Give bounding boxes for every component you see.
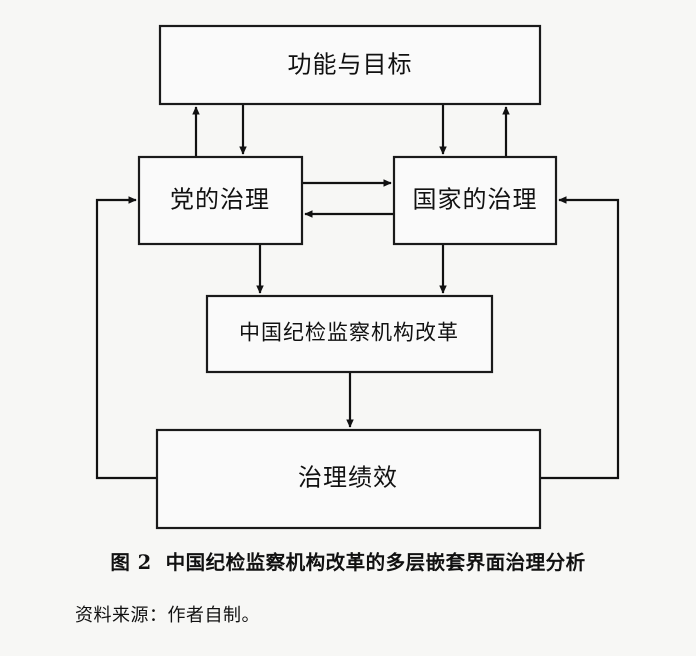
node-reform-label: 中国纪检监察机构改革 — [239, 321, 459, 345]
figure-number: 图 2 — [110, 551, 152, 574]
node-state-governance-label: 国家的治理 — [413, 186, 538, 214]
figure-source: 资料来源：作者自制。 — [75, 605, 260, 626]
node-reform[interactable]: 中国纪检监察机构改革 — [205, 294, 494, 374]
node-goals-label: 功能与目标 — [288, 51, 413, 79]
edge-performance-to-state-feedback — [540, 196, 620, 480]
figure-caption: 图 2 中国纪检监察机构改革的多层嵌套界面治理分析 — [0, 546, 696, 575]
edge-performance-to-party-feedback — [95, 196, 157, 480]
caption-block: 图 2 中国纪检监察机构改革的多层嵌套界面治理分析 资料来源：作者自制。 — [0, 546, 696, 627]
node-performance[interactable]: 治理绩效 — [155, 428, 542, 530]
figure-title: 中国纪检监察机构改革的多层嵌套界面治理分析 — [165, 551, 586, 574]
node-party-governance[interactable]: 党的治理 — [137, 155, 304, 246]
node-goals[interactable]: 功能与目标 — [158, 24, 542, 106]
node-performance-label: 治理绩效 — [298, 464, 398, 492]
node-party-governance-label: 党的治理 — [170, 186, 270, 214]
node-state-governance[interactable]: 国家的治理 — [392, 155, 558, 246]
diagram-canvas: 功能与目标 党的治理 国家的治理 中国纪检监察机构改革 治理绩效 — [95, 24, 620, 530]
